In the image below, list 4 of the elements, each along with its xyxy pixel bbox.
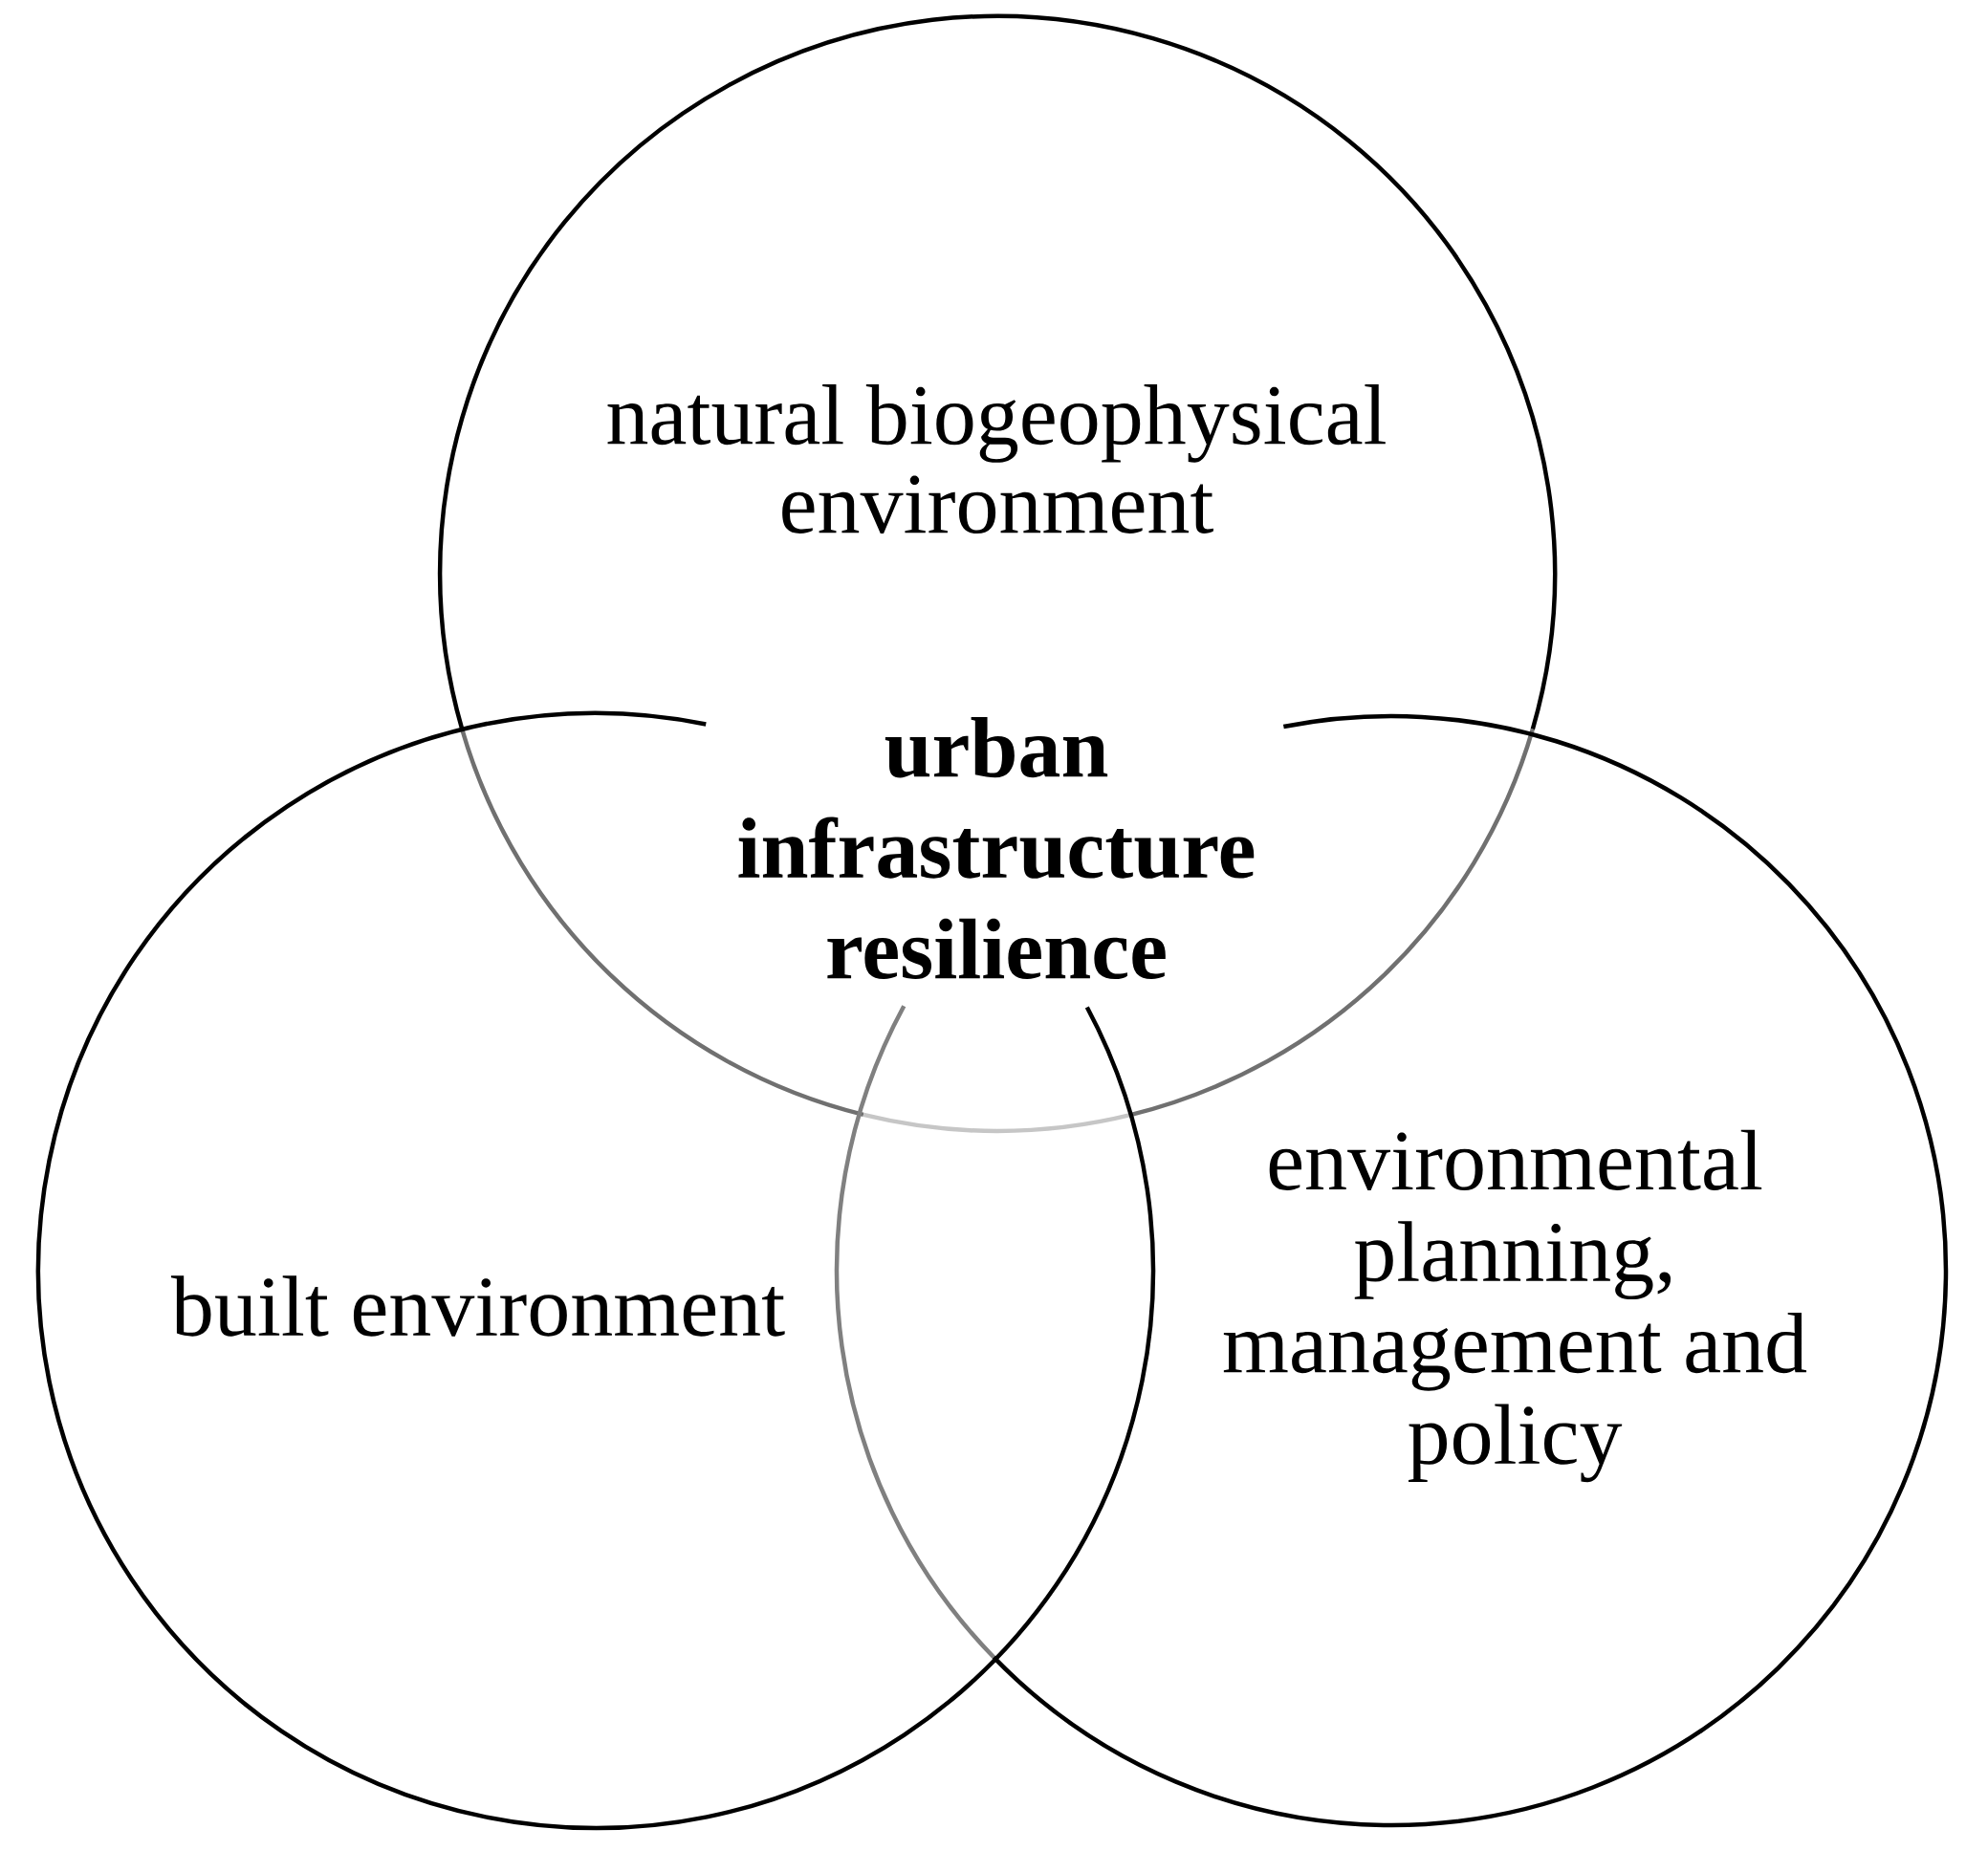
overlap-label: urban infrastructure resilience — [738, 716, 1255, 980]
circle-label: natural biogeophysical environment — [607, 383, 1386, 534]
circle-label: built environment — [170, 1275, 785, 1337]
circle-label: environmental planning, management and policy — [1223, 1129, 1807, 1483]
